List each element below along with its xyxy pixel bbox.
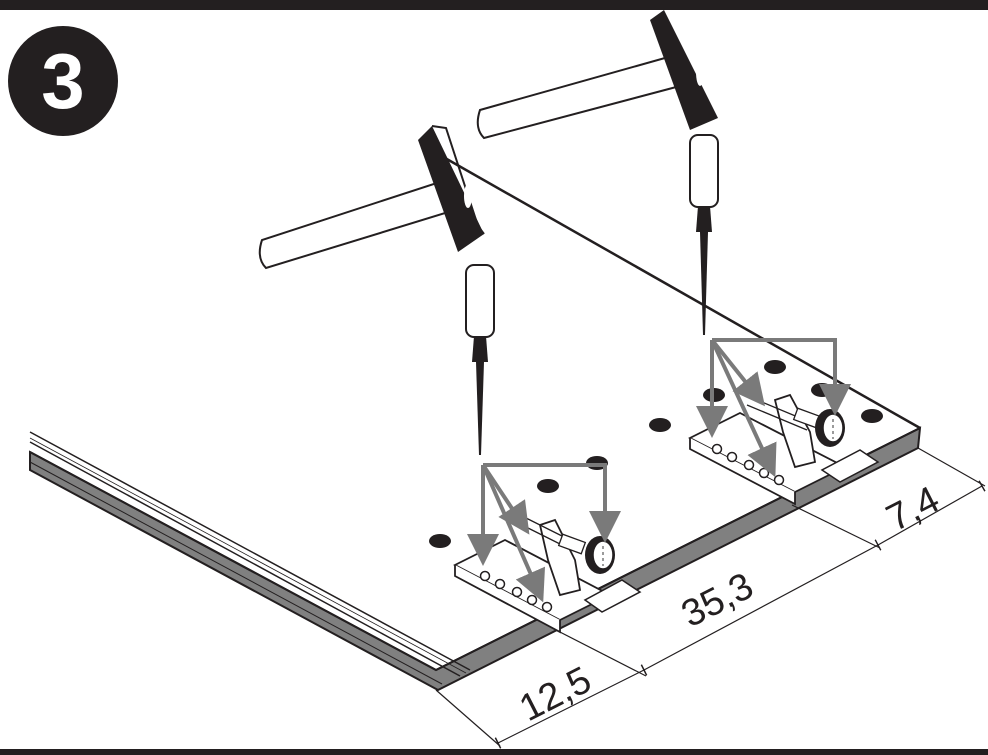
dimension-label-front: 12,5	[513, 659, 598, 730]
top-bar	[0, 0, 988, 10]
drill-hole-icon	[764, 360, 786, 374]
dimension-lines	[435, 447, 986, 749]
guide-arrows-left	[467, 463, 621, 603]
board-panel	[29, 156, 922, 692]
drill-hole-icon	[537, 479, 559, 493]
drill-hole-icon	[811, 383, 833, 397]
bottom-bar	[0, 749, 988, 755]
dimension-label-rear: 7,4	[880, 479, 946, 540]
dimension-label-middle: 35,3	[675, 565, 760, 636]
hammer-icon	[476, 10, 718, 140]
awl-icon	[465, 264, 495, 455]
drill-hole-icon	[649, 418, 671, 432]
step-number-badge: 3	[8, 26, 118, 136]
drill-hole-icon	[429, 534, 451, 548]
awl-icon	[689, 134, 719, 335]
drill-hole-icon	[861, 409, 883, 423]
hinge-bracket-icon	[688, 393, 880, 506]
step-number: 3	[41, 37, 85, 125]
hammer-icon	[258, 125, 485, 270]
guide-arrows-right	[696, 338, 851, 478]
